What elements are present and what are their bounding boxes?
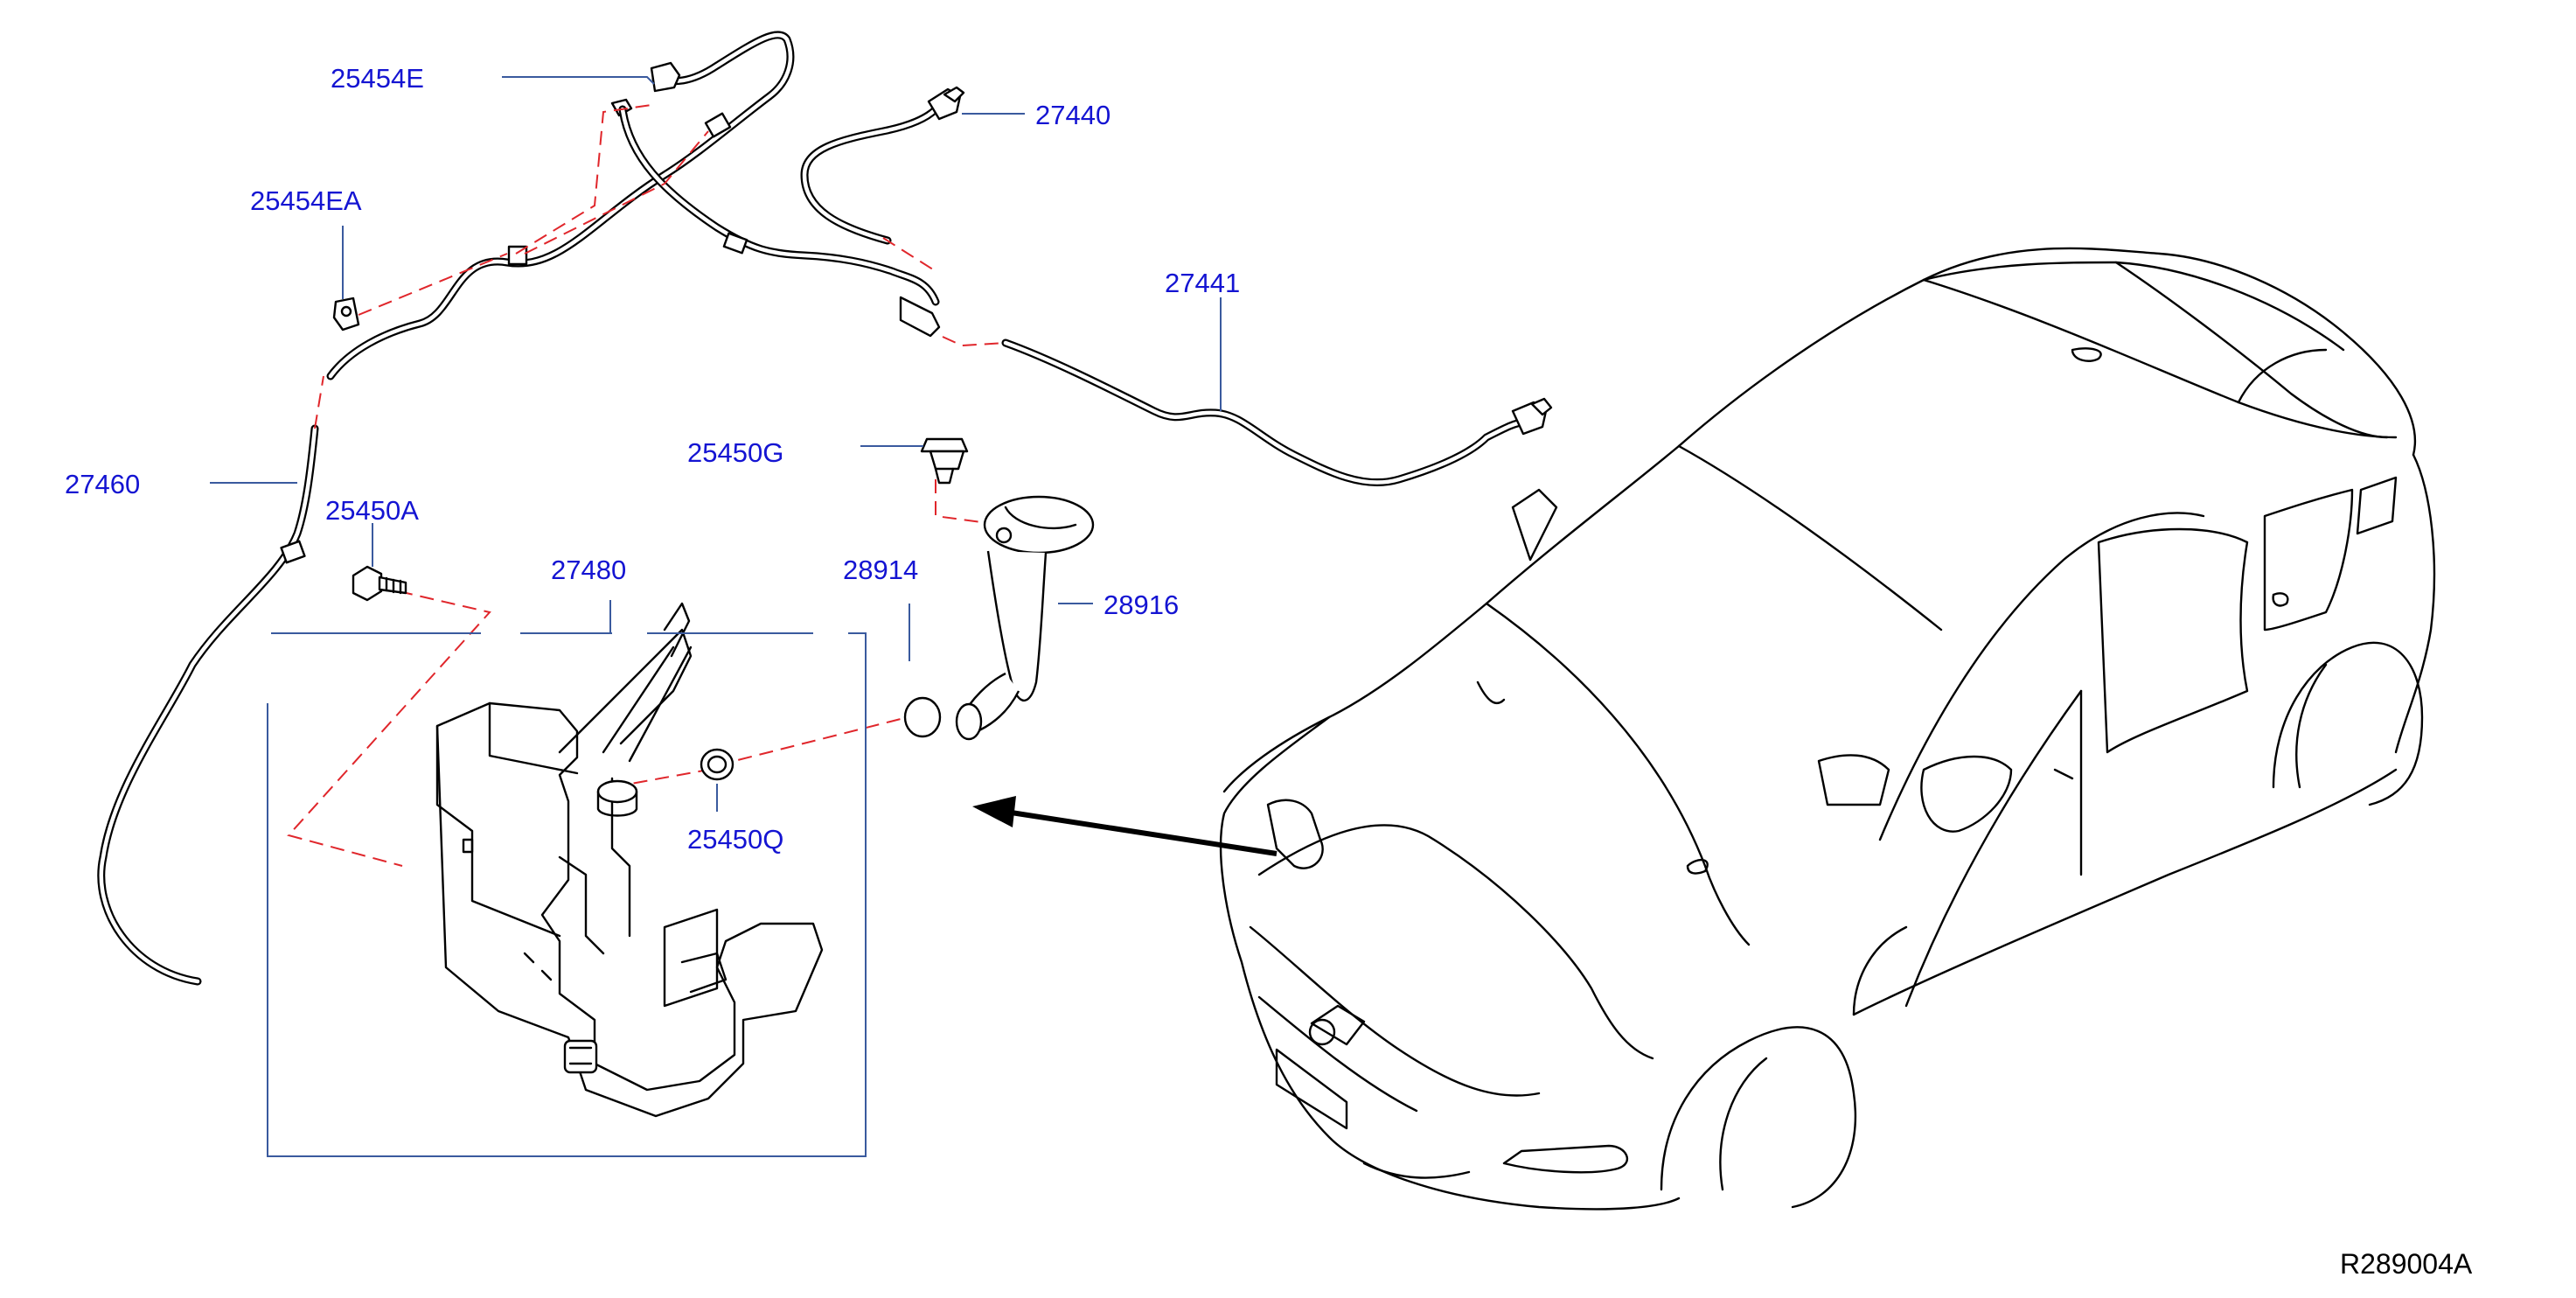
hose-27440: [800, 86, 965, 245]
callout-28916: 28916: [1104, 590, 1179, 620]
reference-code: R289004A: [2340, 1248, 2473, 1280]
callout-27460: 27460: [65, 469, 140, 499]
callout-28914: 28914: [843, 555, 918, 585]
callout-25450A: 25450A: [325, 495, 419, 526]
phantom-lines: [287, 104, 1006, 961]
leader-lines: [210, 76, 1222, 812]
hose-27460: [97, 31, 795, 986]
callout-25450G: 25450G: [687, 437, 783, 468]
callout-27441: 27441: [1165, 268, 1240, 298]
hose-branch: [618, 105, 941, 338]
car-illustration: [1219, 247, 2436, 1211]
callout-25454E: 25454E: [331, 63, 424, 94]
plug-28914: [903, 696, 942, 738]
callout-25450Q: 25450Q: [687, 824, 783, 855]
clip-25450G: [920, 437, 969, 485]
callout-25454EA: 25454EA: [250, 185, 362, 216]
filler-neck-28916: [955, 495, 1095, 741]
callout-27480: 27480: [551, 555, 626, 585]
clip-25454E: [610, 61, 681, 117]
hose-27441: [1001, 338, 1553, 486]
seal-25450Q: [700, 748, 735, 781]
tank-group-box: [267, 632, 867, 1157]
washer-tank-27480: [435, 602, 824, 1118]
callout-27440: 27440: [1035, 100, 1110, 130]
clip-25454EA: [332, 297, 360, 331]
bolt-25450A: [352, 565, 407, 602]
arrow-pointer: [972, 796, 1278, 856]
callouts: 25454E 25454EA 27460 25450A 27480 27440 …: [65, 63, 2473, 1280]
